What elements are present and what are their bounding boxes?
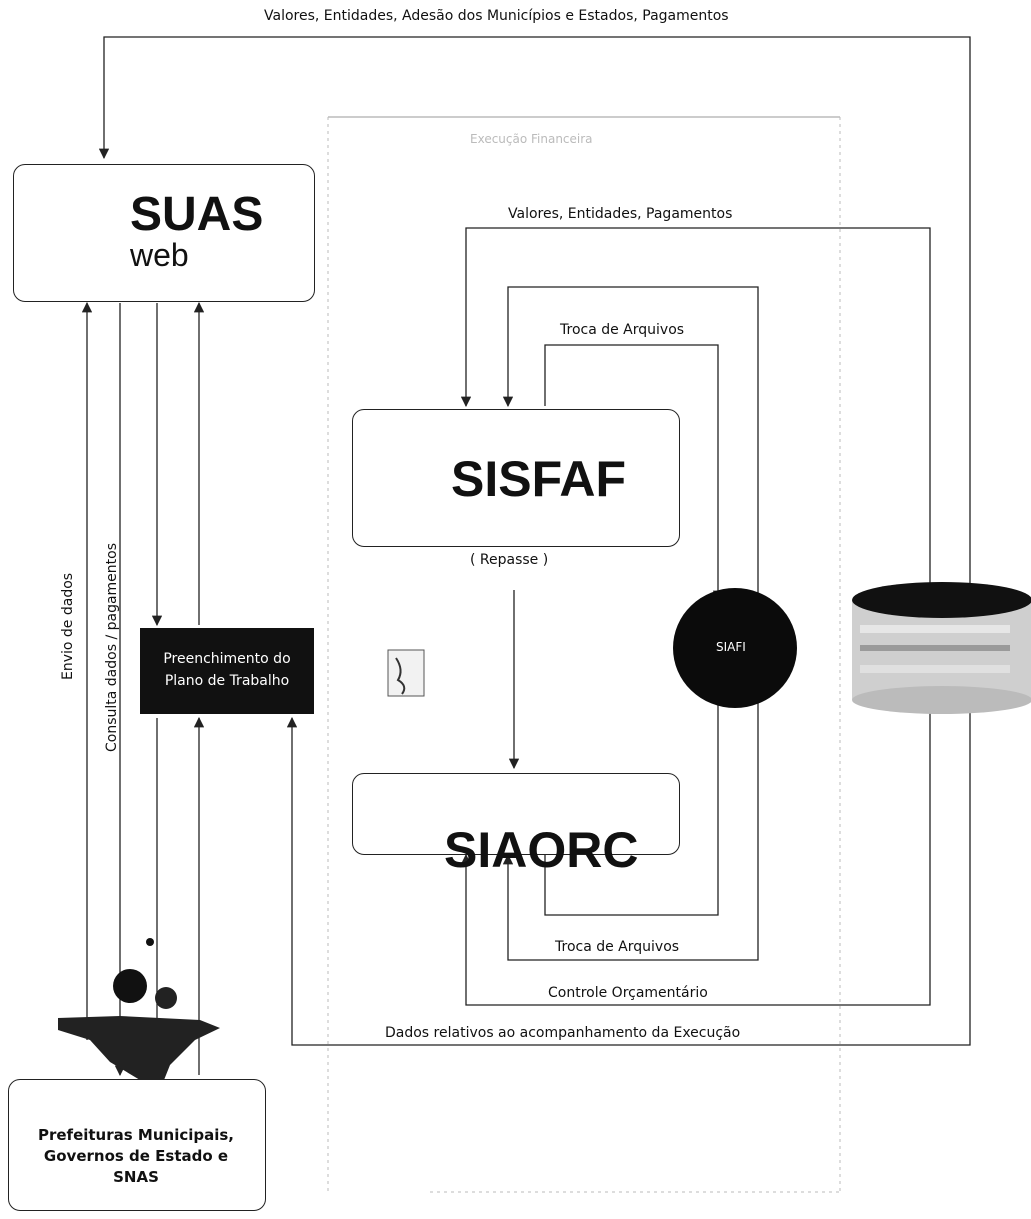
siaorc-box[interactable] — [352, 773, 680, 855]
sisfaf-title: SISFAF — [451, 451, 627, 507]
flow-troca-top — [544, 344, 724, 602]
flow-siaorc-siafi — [544, 668, 724, 916]
siaorc-box-frame: SIAORC — [352, 773, 678, 878]
plano-line1: Preenchimento do — [163, 651, 291, 667]
dados-execucao-label: Dados relativos ao acompanhamento da Exe… — [385, 1025, 741, 1041]
siaorc-title: SIAORC — [444, 822, 639, 878]
prefeituras-text: Prefeituras Municipais, Governos de Esta… — [8, 1125, 264, 1188]
plano-line2: Plano de Trabalho — [164, 673, 290, 689]
troca-arquivos-bottom-label: Troca de Arquivos — [555, 939, 680, 955]
top-flow-label: Valores, Entidades, Adesão dos Município… — [264, 8, 729, 24]
map-icon — [58, 938, 220, 1090]
plano-trabalho-box[interactable]: Preenchimento do Plano de Trabalho — [140, 628, 314, 714]
database-icon — [852, 582, 1031, 714]
prefeituras-box[interactable] — [8, 1079, 266, 1211]
suas-title: SUAS — [130, 188, 264, 241]
prefeituras-line3: SNAS — [113, 1168, 159, 1186]
sisfaf-box[interactable]: SISFAF — [352, 409, 680, 547]
siafi-label: SIAFI — [716, 640, 746, 654]
troca-arquivos-top-label: Troca de Arquivos — [560, 322, 685, 338]
controle-orcamentario-label: Controle Orçamentário — [548, 985, 708, 1001]
flow-top-loop — [98, 36, 971, 585]
document-icon — [387, 649, 425, 697]
consulta-dados-label: Consulta dados / pagamentos — [104, 542, 120, 752]
flow-controle — [460, 670, 931, 1006]
sisfaf-caption: ( Repasse ) — [470, 552, 549, 568]
flow-troca-bottom — [502, 690, 759, 961]
prefeituras-line1: Prefeituras Municipais, — [37, 1126, 234, 1144]
valores-entidades-pagamentos-label: Valores, Entidades, Pagamentos — [508, 206, 733, 222]
suas-web-box[interactable]: SUAS web — [13, 164, 315, 302]
flow-dados-execucao — [286, 670, 971, 1046]
suas-subtitle: web — [130, 237, 189, 273]
flow-valores-loop — [460, 227, 931, 598]
flow-siafi-sisfaf — [502, 286, 759, 625]
envio-dados-label: Envio de dados — [60, 572, 76, 680]
siafi-circle — [673, 588, 797, 708]
faded-heading: Execução Financeira — [470, 132, 593, 146]
prefeituras-line2: Governos de Estado e — [43, 1147, 229, 1165]
